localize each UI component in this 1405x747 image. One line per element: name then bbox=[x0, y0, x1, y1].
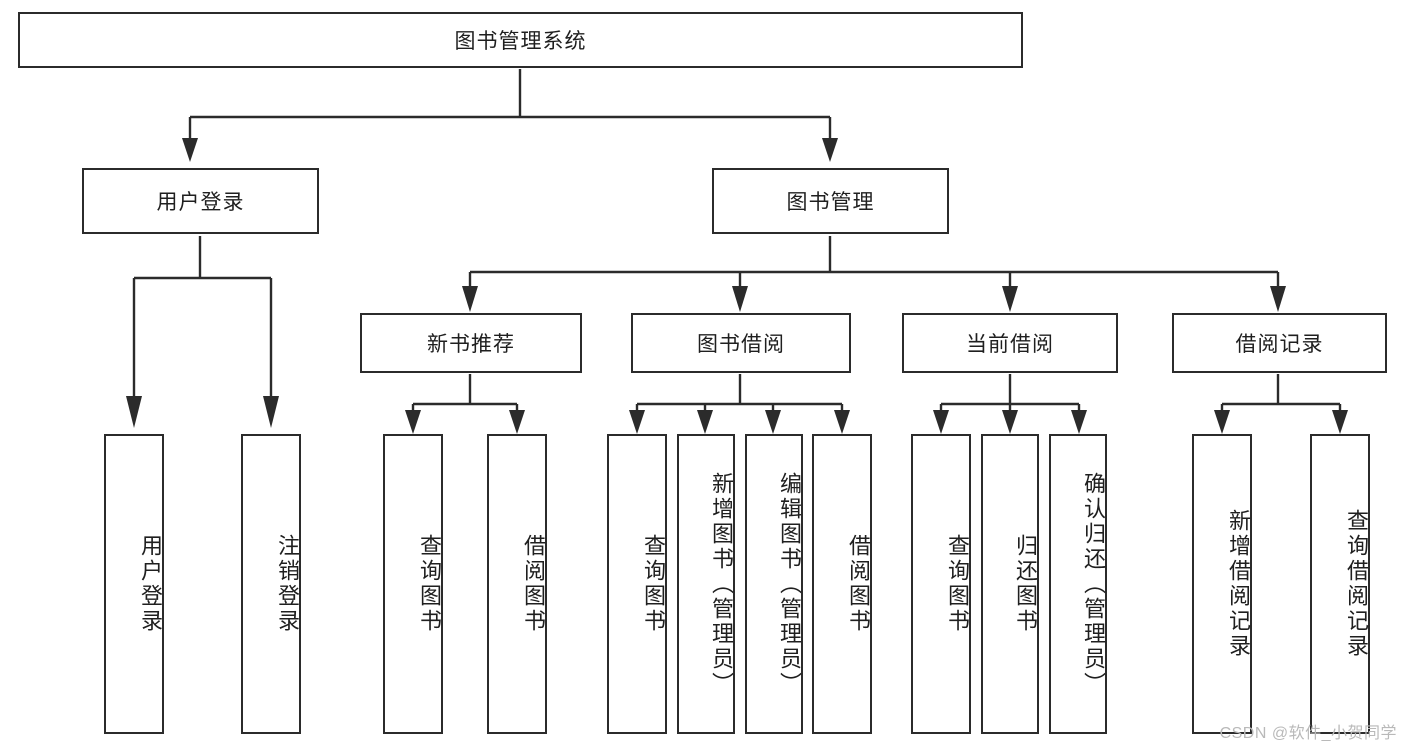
node-root[interactable]: 图书管理系统 bbox=[18, 12, 1023, 68]
leaf-borrow-book-new[interactable]: 借阅图书 bbox=[487, 434, 547, 734]
leaf-label: 查询图书 bbox=[641, 534, 666, 634]
node-user-login[interactable]: 用户登录 bbox=[82, 168, 319, 234]
arrow-to-user-login bbox=[182, 138, 198, 162]
leaf-query-book-current[interactable]: 查询图书 bbox=[911, 434, 971, 734]
arrow-nb-leaf-1 bbox=[405, 410, 421, 434]
leaf-edit-book-admin[interactable]: 编辑图书（管理员） bbox=[745, 434, 803, 734]
leaf-label: 查询图书 bbox=[417, 534, 442, 634]
arrow-to-new-book bbox=[462, 286, 478, 312]
leaf-query-borrow-record[interactable]: 查询借阅记录 bbox=[1310, 434, 1370, 734]
leaf-query-book-borrow[interactable]: 查询图书 bbox=[607, 434, 667, 734]
leaf-label: 用户登录 bbox=[138, 534, 163, 634]
leaf-label: 借阅图书 bbox=[846, 534, 871, 634]
leaf-label: 确认归还（管理员） bbox=[1081, 471, 1106, 697]
leaf-label: 查询借阅记录 bbox=[1344, 509, 1369, 659]
leaf-query-book-new[interactable]: 查询图书 bbox=[383, 434, 443, 734]
node-current-borrow[interactable]: 当前借阅 bbox=[902, 313, 1118, 373]
node-new-book-recommend[interactable]: 新书推荐 bbox=[360, 313, 582, 373]
node-borrow-record[interactable]: 借阅记录 bbox=[1172, 313, 1387, 373]
leaf-label: 新增借阅记录 bbox=[1226, 509, 1251, 659]
node-book-borrow[interactable]: 图书借阅 bbox=[631, 313, 851, 373]
leaf-return-book[interactable]: 归还图书 bbox=[981, 434, 1039, 734]
leaf-label: 注销登录 bbox=[275, 534, 300, 634]
arrow-to-current-borrow bbox=[1002, 286, 1018, 312]
leaf-user-login[interactable]: 用户登录 bbox=[104, 434, 164, 734]
arrow-bb-leaf-3 bbox=[765, 410, 781, 434]
leaf-confirm-return-admin[interactable]: 确认归还（管理员） bbox=[1049, 434, 1107, 734]
leaf-add-borrow-record[interactable]: 新增借阅记录 bbox=[1192, 434, 1252, 734]
leaf-label: 借阅图书 bbox=[521, 534, 546, 634]
arrow-bb-leaf-4 bbox=[834, 410, 850, 434]
arrow-cb-leaf-2 bbox=[1002, 410, 1018, 434]
leaf-logout[interactable]: 注销登录 bbox=[241, 434, 301, 734]
arrow-to-book-manage bbox=[822, 138, 838, 162]
leaf-label: 查询图书 bbox=[945, 534, 970, 634]
arrow-bb-leaf-1 bbox=[629, 410, 645, 434]
watermark-text: CSDN @软件_小贺同学 bbox=[1219, 725, 1397, 742]
leaf-label: 编辑图书（管理员） bbox=[777, 471, 802, 697]
arrow-cb-leaf-3 bbox=[1071, 410, 1087, 434]
arrow-br-leaf-1 bbox=[1214, 410, 1230, 434]
arrow-bb-leaf-2 bbox=[697, 410, 713, 434]
leaf-label: 归还图书 bbox=[1013, 534, 1038, 634]
arrow-to-borrow-record bbox=[1270, 286, 1286, 312]
arrow-cb-leaf-1 bbox=[933, 410, 949, 434]
arrow-nb-leaf-2 bbox=[509, 410, 525, 434]
arrow-to-book-borrow bbox=[732, 286, 748, 312]
arrow-to-leaf-user-login bbox=[126, 396, 142, 428]
leaf-label: 新增图书（管理员） bbox=[709, 471, 734, 697]
leaf-add-book-admin[interactable]: 新增图书（管理员） bbox=[677, 434, 735, 734]
arrow-br-leaf-2 bbox=[1332, 410, 1348, 434]
arrow-to-leaf-logout bbox=[263, 396, 279, 428]
node-book-management[interactable]: 图书管理 bbox=[712, 168, 949, 234]
leaf-borrow-book[interactable]: 借阅图书 bbox=[812, 434, 872, 734]
